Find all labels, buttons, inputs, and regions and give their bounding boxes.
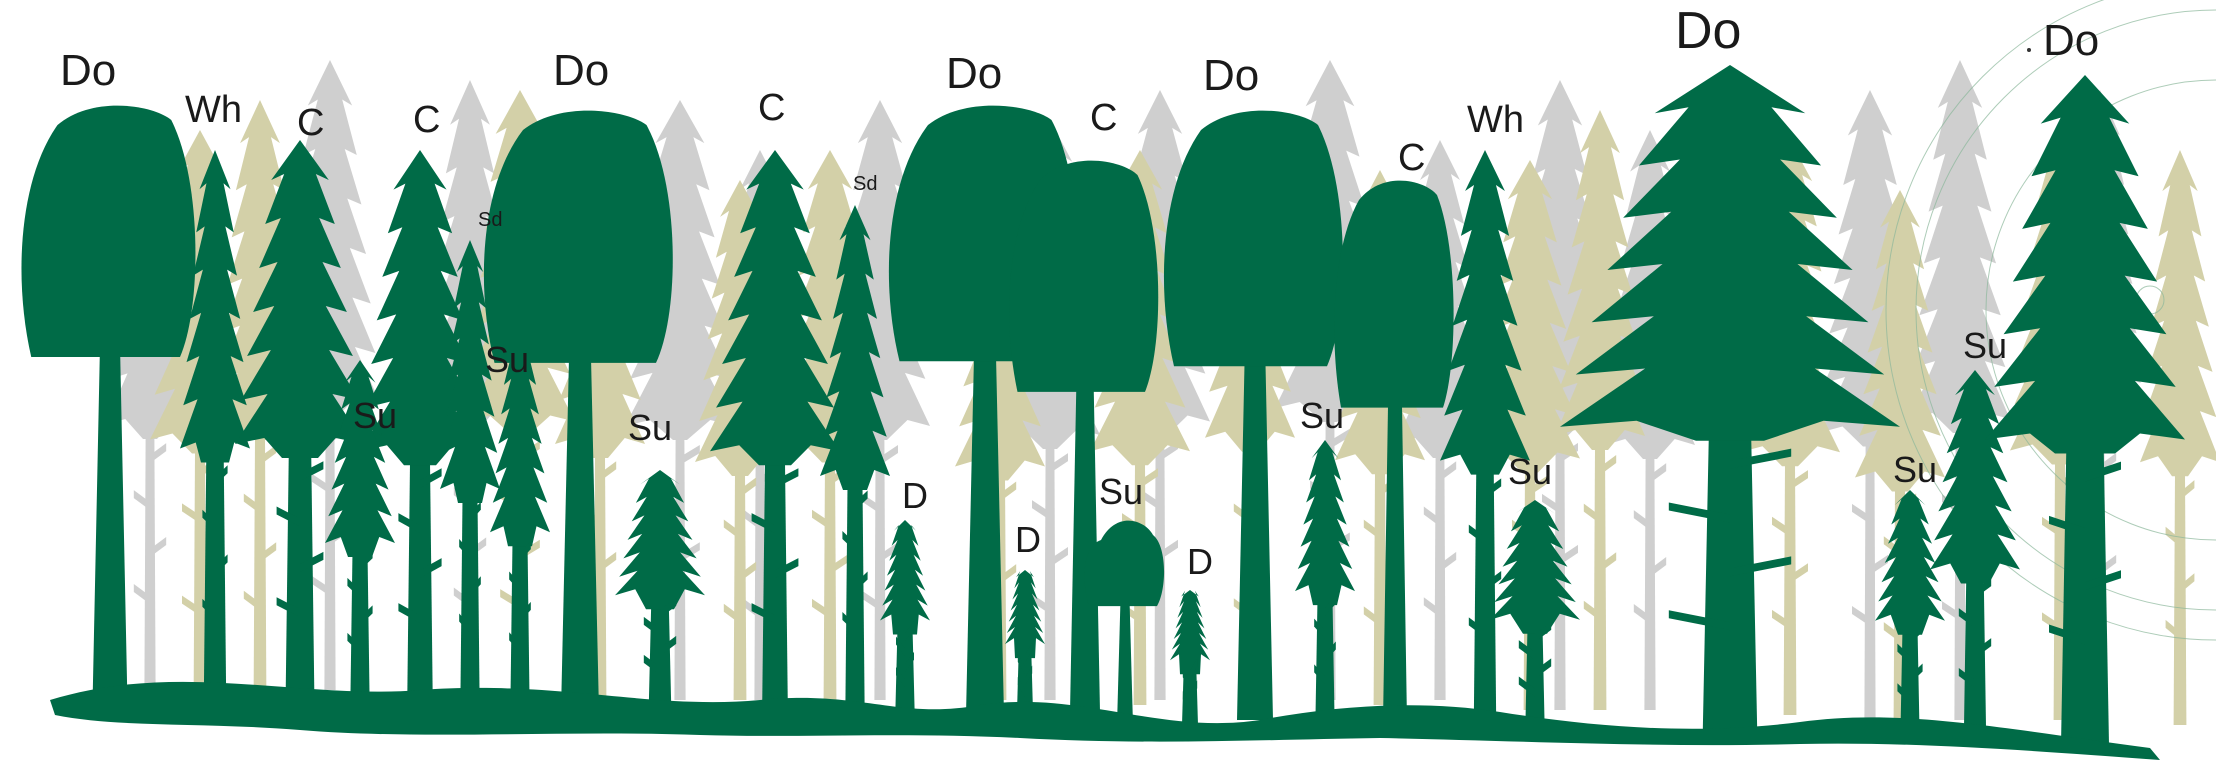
label-c-2: C <box>413 99 440 141</box>
foreground-tree-d <box>1005 570 1045 712</box>
label-wh-2: Wh <box>1467 99 1524 141</box>
label-c-1: C <box>297 102 324 144</box>
label-do-4: Do <box>1203 51 1259 100</box>
label-do-3: Do <box>946 49 1002 98</box>
label-c-5: C <box>1398 137 1425 179</box>
label-su-7: Su <box>1963 325 2007 366</box>
foreground-tree-d <box>880 520 930 710</box>
foreground-tree-do <box>1985 75 2185 745</box>
foreground-tree-d <box>1170 590 1210 725</box>
label-sd-1: Sd <box>478 209 502 231</box>
label-sd-2: Sd <box>853 173 877 195</box>
label-su-2: Su <box>485 339 529 380</box>
foreground-tree-su <box>1490 500 1580 725</box>
label-su-3: Su <box>628 407 672 448</box>
ground <box>50 682 2160 760</box>
label-d-1: D <box>902 475 928 516</box>
label-c-3: C <box>758 87 785 129</box>
foreground-tree-su <box>1295 440 1355 722</box>
label-d-3: D <box>1187 541 1213 582</box>
label-su-6: Su <box>1508 451 1552 492</box>
label-su-5: Su <box>1300 395 1344 436</box>
label-c-4: C <box>1090 97 1117 139</box>
label-su-8: Su <box>1893 449 1937 490</box>
small-dot <box>2027 48 2031 52</box>
label-su-4: Su <box>1099 471 1143 512</box>
label-do-1: Do <box>60 46 116 95</box>
foreground-tree-su <box>1875 490 1945 735</box>
label-do-6: Do <box>2043 16 2099 65</box>
label-do-5: Do <box>1675 2 1741 60</box>
label-do-2: Do <box>553 46 609 95</box>
label-d-2: D <box>1015 519 1041 560</box>
foreground-tree-su <box>615 470 705 705</box>
label-wh-1: Wh <box>185 89 242 131</box>
label-su-1: Su <box>353 395 397 436</box>
